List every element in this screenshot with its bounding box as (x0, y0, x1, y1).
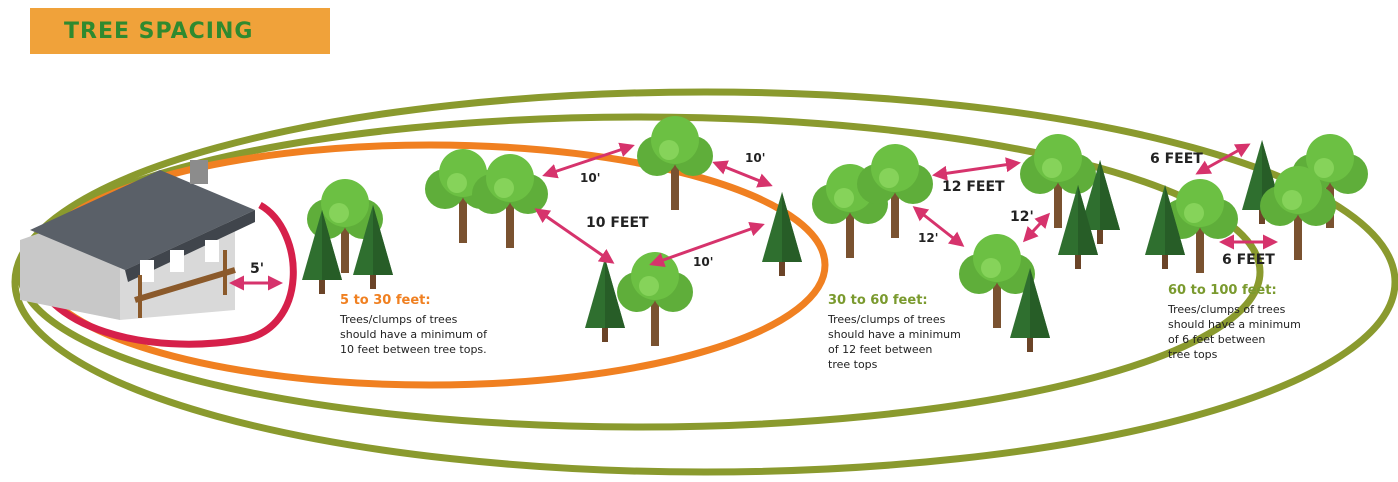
spacing-label: 12' (1010, 209, 1034, 225)
zone-1-heading: 5 to 30 feet: (340, 293, 431, 308)
zone-2-line: Trees/clumps of trees (828, 313, 946, 326)
spacing-arrows (229, 142, 1278, 291)
title-banner: TREE SPACING (30, 8, 330, 54)
outer-ring-2 (11, 88, 1398, 476)
spacing-label: 10' (745, 151, 766, 165)
zone-3-description: 60 to 100 feet: Trees/clumps of trees sh… (1168, 283, 1301, 362)
zone-3-line: should have a minimum (1168, 318, 1301, 331)
house-distance-label: 5' (250, 261, 265, 277)
house-icon (20, 160, 255, 320)
spacing-label: 10' (693, 255, 714, 269)
spacing-label: 12' (918, 231, 939, 245)
tree-icon (637, 116, 713, 210)
zone-1-line: should have a minimum of (340, 328, 487, 341)
zone-3-heading: 60 to 100 feet: (1168, 283, 1277, 298)
spacing-label: 6 FEET (1150, 151, 1203, 167)
zone-3-line: Trees/clumps of trees (1168, 303, 1286, 316)
spacing-label: 6 FEET (1222, 252, 1275, 268)
page-title: TREE SPACING (64, 18, 254, 44)
zone-2-line: tree tops (828, 358, 878, 371)
zone-3-line: of 6 feet between (1168, 333, 1266, 346)
zone-2-description: 30 to 60 feet: Trees/clumps of trees sho… (828, 293, 961, 372)
tree-icon (617, 252, 693, 346)
zone-1-line: 10 feet between tree tops. (340, 343, 487, 356)
inner-ring (26, 201, 297, 348)
zone-2-heading: 30 to 60 feet: (828, 293, 928, 308)
zone-2-line: of 12 feet between (828, 343, 933, 356)
zone-3-line: tree tops (1168, 348, 1218, 361)
zone-1-description: 5 to 30 feet: Trees/clumps of trees shou… (340, 293, 487, 357)
spacing-label: 12 FEET (942, 179, 1005, 195)
spacing-label: 10 FEET (586, 215, 649, 231)
spacing-label: 10' (580, 171, 601, 185)
zone-2-line: should have a minimum (828, 328, 961, 341)
zone-1-line: Trees/clumps of trees (340, 313, 458, 326)
